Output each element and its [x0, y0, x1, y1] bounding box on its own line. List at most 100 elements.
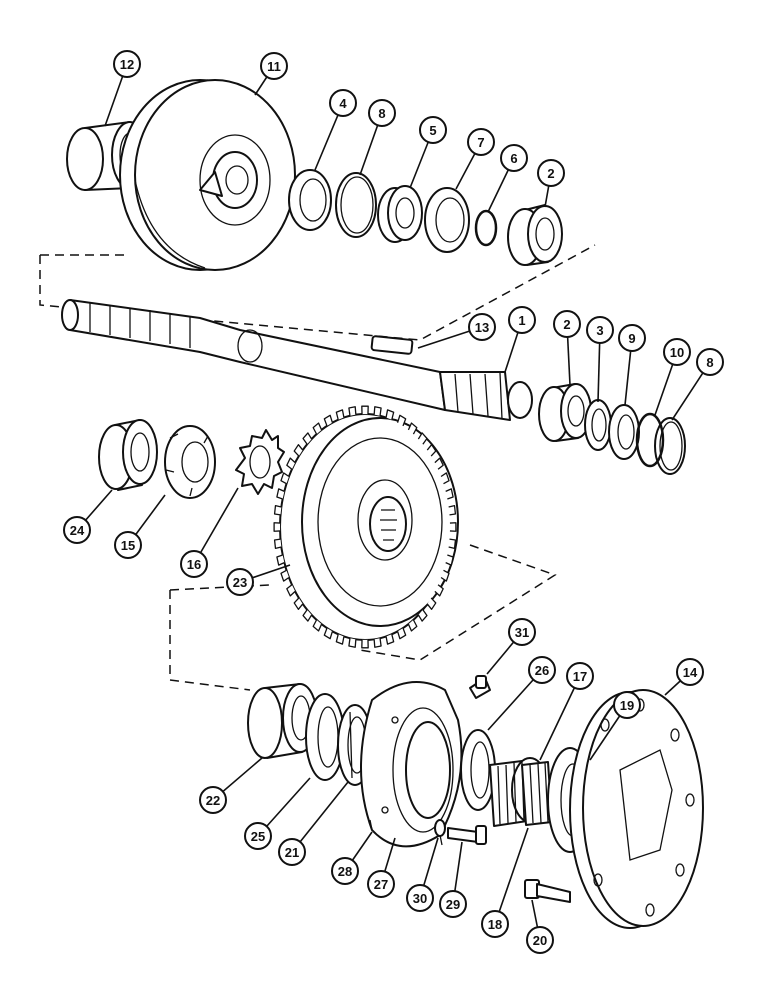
- gear-tooth: [426, 444, 437, 457]
- gear-tooth: [335, 409, 345, 420]
- part-24-bearing: [98, 419, 158, 491]
- callout-circle: [329, 89, 357, 117]
- gear-tooth: [407, 422, 418, 435]
- callout-circle: [618, 324, 646, 352]
- gear-tooth: [286, 584, 296, 597]
- part-27-housing: [360, 681, 463, 848]
- callout-c14: 14: [676, 658, 704, 686]
- part-3-ring: [584, 399, 612, 451]
- callout-c28: 28: [331, 857, 359, 885]
- part-4-seal: [288, 169, 332, 231]
- gear-tooth: [273, 538, 282, 550]
- callout-circle: [368, 99, 396, 127]
- callout-circle: [406, 884, 434, 912]
- callout-label: 7: [477, 135, 484, 150]
- callout-circle: [244, 822, 272, 850]
- gear-tooth: [396, 627, 407, 640]
- callout-c11: 11: [260, 52, 288, 80]
- callout-label: 16: [187, 557, 201, 572]
- callout-c31: 31: [508, 618, 536, 646]
- gear-tooth: [396, 414, 407, 427]
- gear-tooth: [440, 569, 450, 582]
- callout-label: 4: [339, 96, 347, 111]
- callout-circle: [114, 531, 142, 559]
- callout-label: 28: [338, 864, 352, 879]
- gear-tooth: [373, 406, 382, 416]
- callout-label: 13: [475, 320, 489, 335]
- callout-c8a: 8: [368, 99, 396, 127]
- callout-label: 26: [535, 663, 549, 678]
- gear-tooth: [445, 488, 454, 500]
- callout-c8b: 8: [696, 348, 724, 376]
- callout-circle: [526, 926, 554, 954]
- callout-c4: 4: [329, 89, 357, 117]
- callout-label: 10: [670, 345, 684, 360]
- callout-circle: [537, 159, 565, 187]
- part-9-washer: [608, 404, 640, 460]
- callout-c25: 25: [244, 822, 272, 850]
- callout-circle: [367, 870, 395, 898]
- gear-tooth: [434, 584, 444, 597]
- callout-circle: [676, 658, 704, 686]
- callout-c19: 19: [613, 691, 641, 719]
- callout-label: 1: [518, 313, 525, 328]
- callout-circle: [419, 116, 447, 144]
- gear-tooth: [426, 597, 437, 610]
- gear-tooth: [293, 444, 304, 457]
- callout-label: 27: [374, 877, 388, 892]
- part-23-gear: [273, 405, 459, 649]
- callout-label: 14: [683, 665, 698, 680]
- callout-label: 2: [563, 317, 570, 332]
- callout-c1: 1: [508, 306, 536, 334]
- callout-label: 12: [120, 57, 134, 72]
- callout-circle: [226, 568, 254, 596]
- gear-tooth: [273, 522, 281, 532]
- callout-label: 2: [547, 166, 554, 181]
- callout-c27: 27: [367, 870, 395, 898]
- callout-c23: 23: [226, 568, 254, 596]
- callout-c16: 16: [180, 550, 208, 578]
- callout-label: 20: [533, 933, 547, 948]
- leader-line-c17: [539, 675, 581, 761]
- part-31-grease-fitting: [469, 675, 491, 699]
- callout-c12: 12: [113, 50, 141, 78]
- part-14-flange: [569, 689, 704, 929]
- callout-c9: 9: [618, 324, 646, 352]
- callout-label: 11: [267, 59, 281, 74]
- callout-c24: 24: [63, 516, 91, 544]
- gear-tooth: [440, 472, 450, 485]
- gear-tooth: [385, 634, 395, 645]
- gear-tooth: [312, 422, 323, 435]
- gear-tooth: [361, 639, 369, 649]
- gear-tooth: [276, 554, 285, 566]
- callout-label: 21: [285, 845, 299, 860]
- gear-tooth: [445, 554, 454, 566]
- callout-c21: 21: [278, 838, 306, 866]
- part-10-ring: [635, 412, 665, 468]
- callout-label: 15: [121, 538, 135, 553]
- gear-tooth: [302, 432, 313, 445]
- callout-circle: [613, 691, 641, 719]
- callout-label: 25: [251, 829, 265, 844]
- callout-c3: 3: [586, 316, 614, 344]
- gear-tooth: [348, 638, 357, 648]
- callout-c2a: 2: [537, 159, 565, 187]
- callout-circle: [180, 550, 208, 578]
- callout-label: 5: [429, 123, 436, 138]
- callout-circle: [63, 516, 91, 544]
- callout-label: 17: [573, 669, 587, 684]
- callout-c26: 26: [528, 656, 556, 684]
- assembly-guide-lines: [39, 244, 596, 691]
- callout-circle: [199, 786, 227, 814]
- gear-tooth: [293, 597, 304, 610]
- part-8-snap-ring-mid: [654, 417, 686, 475]
- part-1-shaft: [61, 299, 533, 421]
- part-15-slotted-nut: [164, 425, 216, 499]
- callout-label: 29: [446, 897, 460, 912]
- callout-circle: [468, 313, 496, 341]
- callout-c29: 29: [439, 890, 467, 918]
- callout-c13: 13: [468, 313, 496, 341]
- callout-label: 3: [596, 323, 603, 338]
